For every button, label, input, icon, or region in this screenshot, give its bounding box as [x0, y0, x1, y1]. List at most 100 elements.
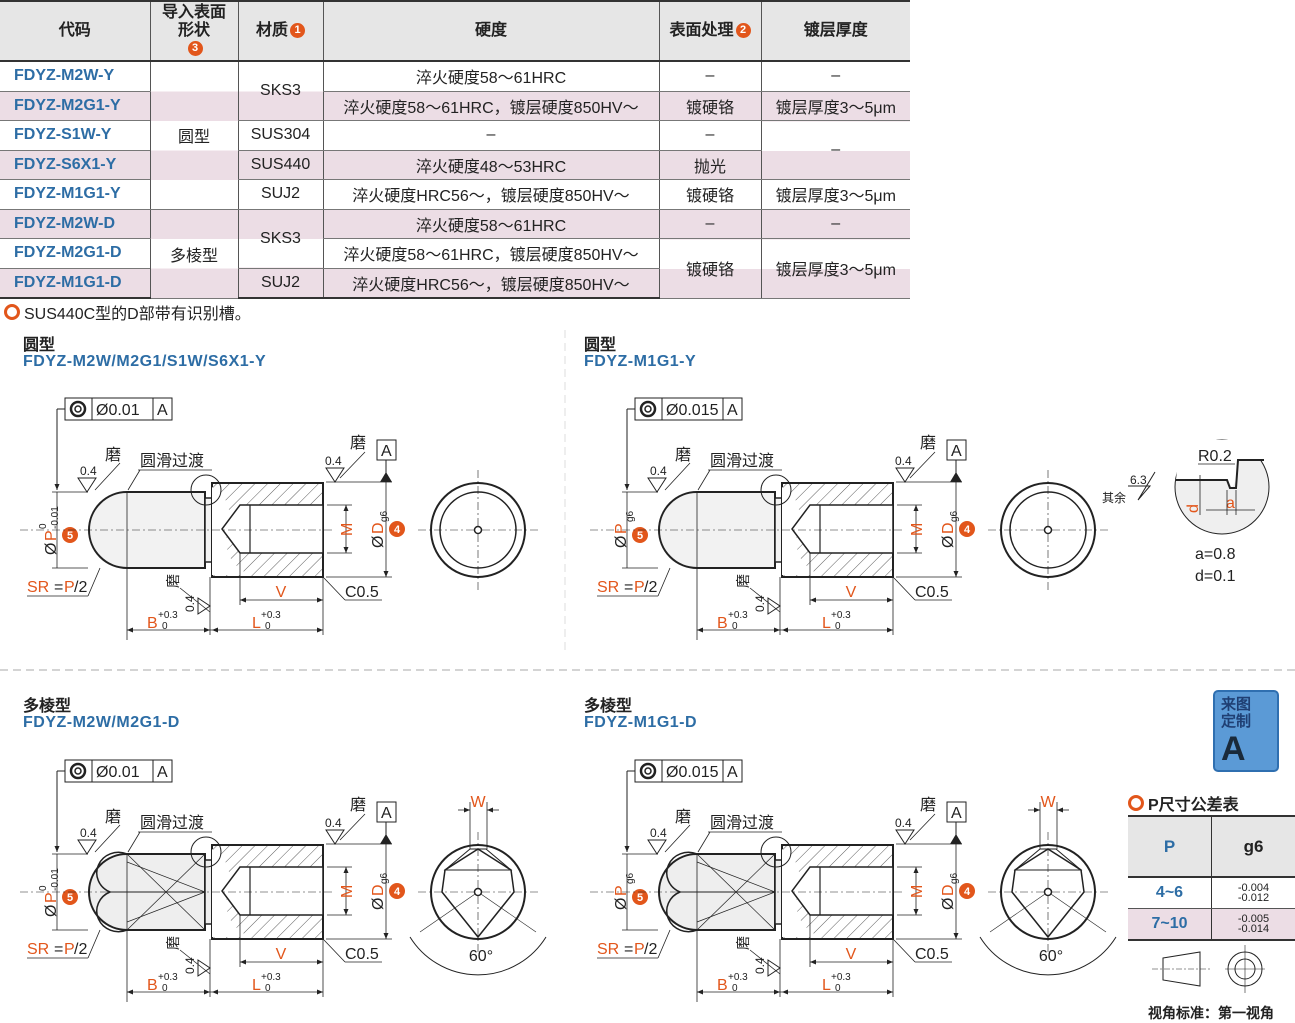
custom-drawing-badge[interactable]: 来图 定制 A [1213, 690, 1279, 772]
roughness-icon [896, 468, 914, 482]
sr-half: /2 [74, 941, 87, 958]
l-tol-up: +0.3 [261, 610, 281, 621]
fcf-datum: A [727, 764, 738, 781]
dim-V: V [276, 946, 287, 963]
drawing-line [88, 568, 100, 596]
drawing-line [698, 470, 710, 490]
d-tol: g6 [949, 510, 960, 522]
smooth-transition-label: 圆滑过渡 [140, 452, 204, 470]
arrow-icon [317, 990, 323, 995]
p-upper-tol: 0 [38, 885, 49, 891]
roughness-value: 0.4 [325, 816, 342, 830]
dim-D: D [370, 884, 387, 896]
badge-number: 5 [637, 892, 643, 904]
diameter-symbol: Ø [940, 898, 957, 910]
dim-D: D [940, 884, 957, 896]
arrow-icon [204, 990, 210, 995]
roughness-icon [78, 840, 96, 854]
sr-label: SR [597, 579, 619, 596]
arrow-icon [212, 628, 218, 633]
grind-label: 磨 [920, 796, 936, 814]
arrow-icon [344, 547, 349, 553]
grind-label: 磨 [105, 446, 121, 464]
tol-header-p: P [1128, 816, 1212, 877]
arrow-icon [344, 867, 349, 873]
b-tol-lo: 0 [162, 621, 168, 632]
sr-eq: = [624, 941, 633, 958]
roughness-icon [198, 960, 210, 976]
dim-V: V [846, 946, 857, 963]
drawing-line [910, 452, 935, 478]
dim-L: L [252, 615, 261, 632]
arrow-icon [344, 505, 349, 511]
arrow-icon [384, 933, 389, 939]
roughness-value: 0.4 [80, 464, 97, 478]
l-tol-up: +0.3 [831, 972, 851, 983]
drawing-line [88, 930, 100, 958]
grind-label: 磨 [920, 434, 936, 452]
dim-P: P [613, 885, 630, 896]
diameter-symbol: Ø [613, 898, 630, 910]
first-angle-projection-icon [1152, 945, 1265, 993]
arrow-icon [625, 484, 630, 490]
dim-B: B [717, 977, 728, 994]
arrow-icon [464, 808, 470, 813]
roughness-icon [648, 840, 666, 854]
tol-lower: -0.014 [1213, 924, 1294, 934]
arrow-icon [317, 628, 323, 633]
drawing-line [658, 930, 670, 958]
drawing-line [128, 470, 140, 490]
tol-p: 4~6 [1128, 877, 1212, 909]
dim-M: M [909, 523, 926, 536]
arrow-icon [697, 628, 703, 633]
arrow-icon [954, 571, 959, 577]
arrow-icon [887, 960, 893, 965]
arrow-icon [810, 598, 816, 603]
dim-L: L [822, 615, 831, 632]
fcf-datum: A [157, 764, 168, 781]
arrow-icon [204, 628, 210, 633]
dim-B: B [147, 615, 158, 632]
fcf-datum: A [727, 402, 738, 419]
arrow-icon [774, 628, 780, 633]
roughness-value: 0.4 [183, 957, 197, 974]
arrow-icon [914, 909, 919, 915]
angle-label: 60° [469, 948, 493, 965]
datum-triangle-icon [950, 472, 962, 482]
sr-label: SR [597, 941, 619, 958]
p-lower-tol: -0.01 [50, 506, 61, 529]
diameter-symbol: Ø [940, 536, 957, 548]
drawing-line [128, 832, 140, 852]
roughness-value: 0.4 [895, 454, 912, 468]
datum-label: A [951, 443, 962, 460]
grind-label: 磨 [735, 936, 751, 950]
roughness-value: 0.4 [650, 464, 667, 478]
rest-label: 其余 [1102, 490, 1126, 505]
smooth-transition-label: 圆滑过渡 [710, 814, 774, 832]
custom-badge-letter: A [1221, 732, 1246, 766]
center-hole [475, 889, 482, 896]
d-label: d [1185, 504, 1202, 513]
badge-number: 5 [637, 530, 643, 542]
threaded-hole [222, 505, 323, 553]
diameter-symbol: Ø [613, 536, 630, 548]
roughness-icon [78, 478, 96, 492]
sr-eq: = [54, 579, 63, 596]
diameter-symbol: Ø [370, 898, 387, 910]
dim-W: W [470, 794, 486, 811]
datum-label: A [381, 443, 392, 460]
projection-standard: 视角标准：第一视角 [1148, 1003, 1274, 1023]
center-hole [475, 527, 482, 534]
tol-g6: -0.005-0.014 [1212, 909, 1295, 941]
threaded-hole [222, 867, 323, 915]
tolerance-title-text: P尺寸公差表 [1148, 797, 1239, 814]
drawing-line [894, 578, 915, 600]
datum-triangle-icon [380, 472, 392, 482]
d-value: d=0.1 [1195, 568, 1236, 585]
grind-label: 磨 [165, 936, 181, 950]
dim-W: W [1040, 794, 1056, 811]
grind-label: 磨 [165, 574, 181, 588]
